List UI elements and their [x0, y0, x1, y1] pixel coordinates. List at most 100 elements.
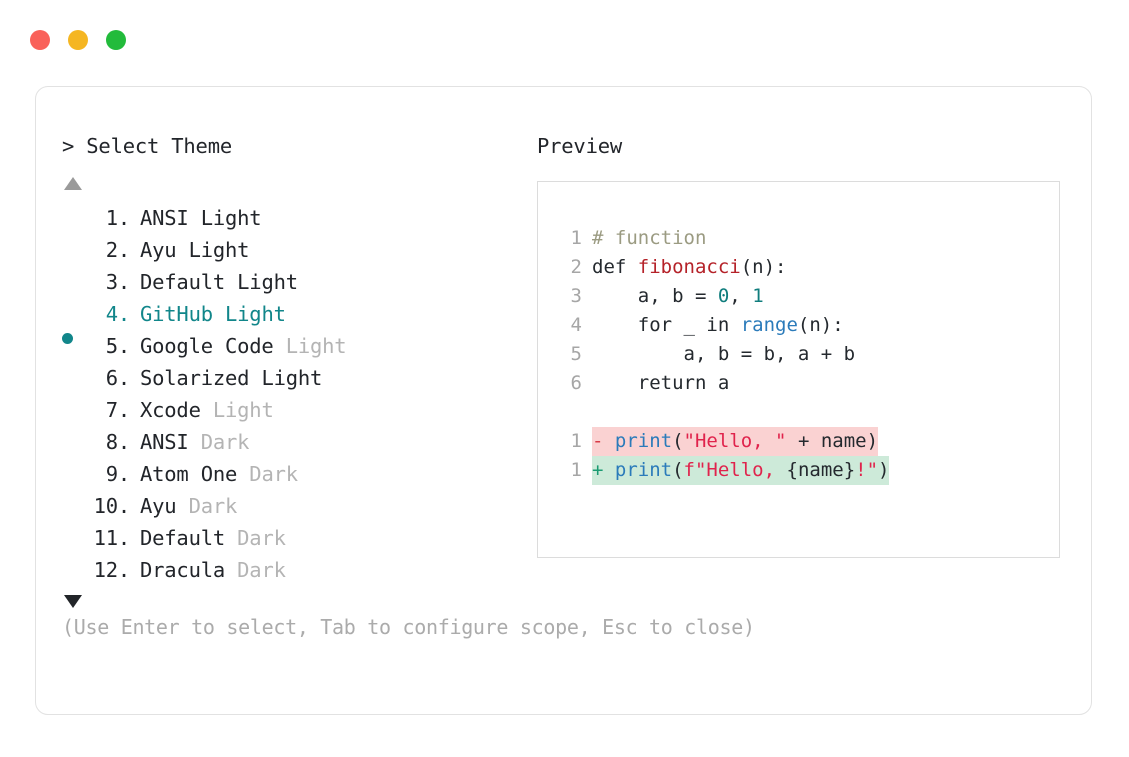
theme-item-name: GitHub — [140, 302, 213, 326]
minimize-window-button[interactable] — [68, 30, 88, 50]
theme-item-name: Default — [140, 270, 225, 294]
theme-item-variant: Light — [188, 238, 250, 262]
theme-list-item[interactable]: 3. Default Light — [62, 266, 532, 298]
code-token: {name} — [786, 459, 856, 481]
theme-list-item[interactable]: 9. Atom One Dark — [62, 458, 532, 490]
spacer — [176, 234, 188, 266]
spacer — [225, 266, 237, 298]
triangle-down-icon[interactable] — [64, 595, 82, 608]
code-token: a, b = b, a + b — [592, 343, 856, 365]
theme-item-variant: Light — [200, 206, 262, 230]
code-line-text: a, b = 0, 1 — [592, 282, 764, 311]
theme-list-item[interactable]: 7.Xcode Light — [62, 394, 532, 426]
theme-item-variant: Dark — [188, 494, 238, 518]
code-line-number: 1 — [570, 430, 582, 452]
spacer — [225, 522, 237, 554]
code-line-text: - print("Hello, " + name) — [592, 427, 879, 456]
code-line-number: 5 — [570, 343, 582, 365]
preview-heading: Preview — [537, 134, 622, 158]
theme-item-variant: Light — [261, 366, 323, 390]
code-line-number: 2 — [570, 256, 582, 278]
spacer — [189, 202, 201, 234]
theme-item-number: 8. — [105, 430, 130, 454]
theme-item-name: Default — [140, 526, 225, 550]
theme-item-name: Google Code — [140, 334, 274, 358]
theme-item-name: ANSI — [140, 206, 189, 230]
theme-item-name: Solarized — [140, 366, 250, 390]
theme-item-variant: Dark — [237, 558, 286, 582]
code-line: 5 a, b = b, a + b — [558, 340, 1059, 369]
code-line-number: 1 — [570, 459, 582, 481]
window-traffic-lights — [30, 30, 126, 50]
code-line-text: for _ in range(n): — [592, 311, 844, 340]
theme-list-item[interactable]: 4. GitHub Light — [62, 298, 532, 344]
spacer — [176, 490, 188, 522]
code-line-removed: 1 - print("Hello, " + name) — [558, 427, 1059, 456]
theme-item-number: 1. — [105, 206, 130, 230]
code-token: range — [740, 314, 798, 336]
code-line-number: 1 — [570, 227, 582, 249]
theme-item-number: 5. — [105, 334, 130, 358]
theme-list-item[interactable]: 10. Ayu Dark — [62, 490, 532, 522]
code-token: fibonacci — [637, 256, 741, 278]
code-line-text: + print(f"Hello, {name}!") — [592, 456, 890, 485]
theme-list-item[interactable]: 1. ANSI Light — [62, 202, 532, 234]
code-token: ) — [878, 459, 890, 481]
theme-list-item[interactable]: 2.Ayu Light — [62, 234, 532, 266]
theme-item-name: Atom One — [140, 462, 238, 486]
theme-item-number: 9. — [105, 462, 130, 486]
maximize-window-button[interactable] — [106, 30, 126, 50]
spacer — [225, 554, 237, 586]
theme-list-item[interactable]: 11.Default Dark — [62, 522, 532, 554]
theme-item-variant: Light — [285, 334, 347, 358]
code-token: (n): — [740, 256, 787, 278]
select-theme-heading: > Select Theme — [62, 134, 232, 158]
theme-list-item[interactable]: 8. ANSI Dark — [62, 426, 532, 458]
code-token: 1 — [752, 285, 764, 307]
theme-item-variant: Light — [237, 270, 298, 294]
code-token: (n): — [797, 314, 844, 336]
keyboard-hint: (Use Enter to select, Tab to configure s… — [62, 615, 755, 639]
theme-list-item[interactable]: 12.Dracula Dark — [62, 554, 532, 586]
code-line: 1# function — [558, 224, 1059, 253]
theme-item-variant: Dark — [249, 462, 298, 486]
close-window-button[interactable] — [30, 30, 50, 50]
theme-item-number: 10. — [93, 494, 131, 518]
code-line-text: return a — [592, 369, 730, 398]
selected-bullet-icon — [62, 333, 73, 344]
theme-item-variant: Light — [225, 302, 286, 326]
spacer — [201, 394, 213, 426]
code-token: ( — [672, 430, 684, 452]
code-token: "Hello, " — [683, 430, 787, 452]
spacer — [237, 458, 249, 490]
theme-item-number: 3. — [105, 270, 130, 294]
code-line: 4 for _ in range(n): — [558, 311, 1059, 340]
code-token: f"Hello, — [683, 459, 787, 481]
theme-item-variant: Dark — [200, 430, 250, 454]
code-token: for _ in — [592, 314, 741, 336]
spacer — [274, 330, 286, 362]
theme-item-name: ANSI — [140, 430, 189, 454]
theme-item-number: 4. — [105, 302, 130, 326]
code-token: print — [614, 430, 673, 452]
triangle-up-icon[interactable] — [64, 177, 82, 190]
theme-list-item[interactable]: 5. Google Code Light — [62, 330, 532, 362]
code-token: return a — [592, 372, 730, 394]
code-line: 3 a, b = 0, 1 — [558, 282, 1059, 311]
code-line-number: 3 — [570, 285, 582, 307]
code-token: a, b = — [592, 285, 718, 307]
code-token: !" — [855, 459, 879, 481]
theme-list-item[interactable]: 6.Solarized Light — [62, 362, 532, 394]
theme-item-name: Ayu — [140, 494, 177, 518]
theme-item-name: Ayu — [140, 238, 177, 262]
code-token: ( — [672, 459, 684, 481]
code-token: + name) — [786, 430, 879, 452]
spacer — [189, 426, 201, 458]
